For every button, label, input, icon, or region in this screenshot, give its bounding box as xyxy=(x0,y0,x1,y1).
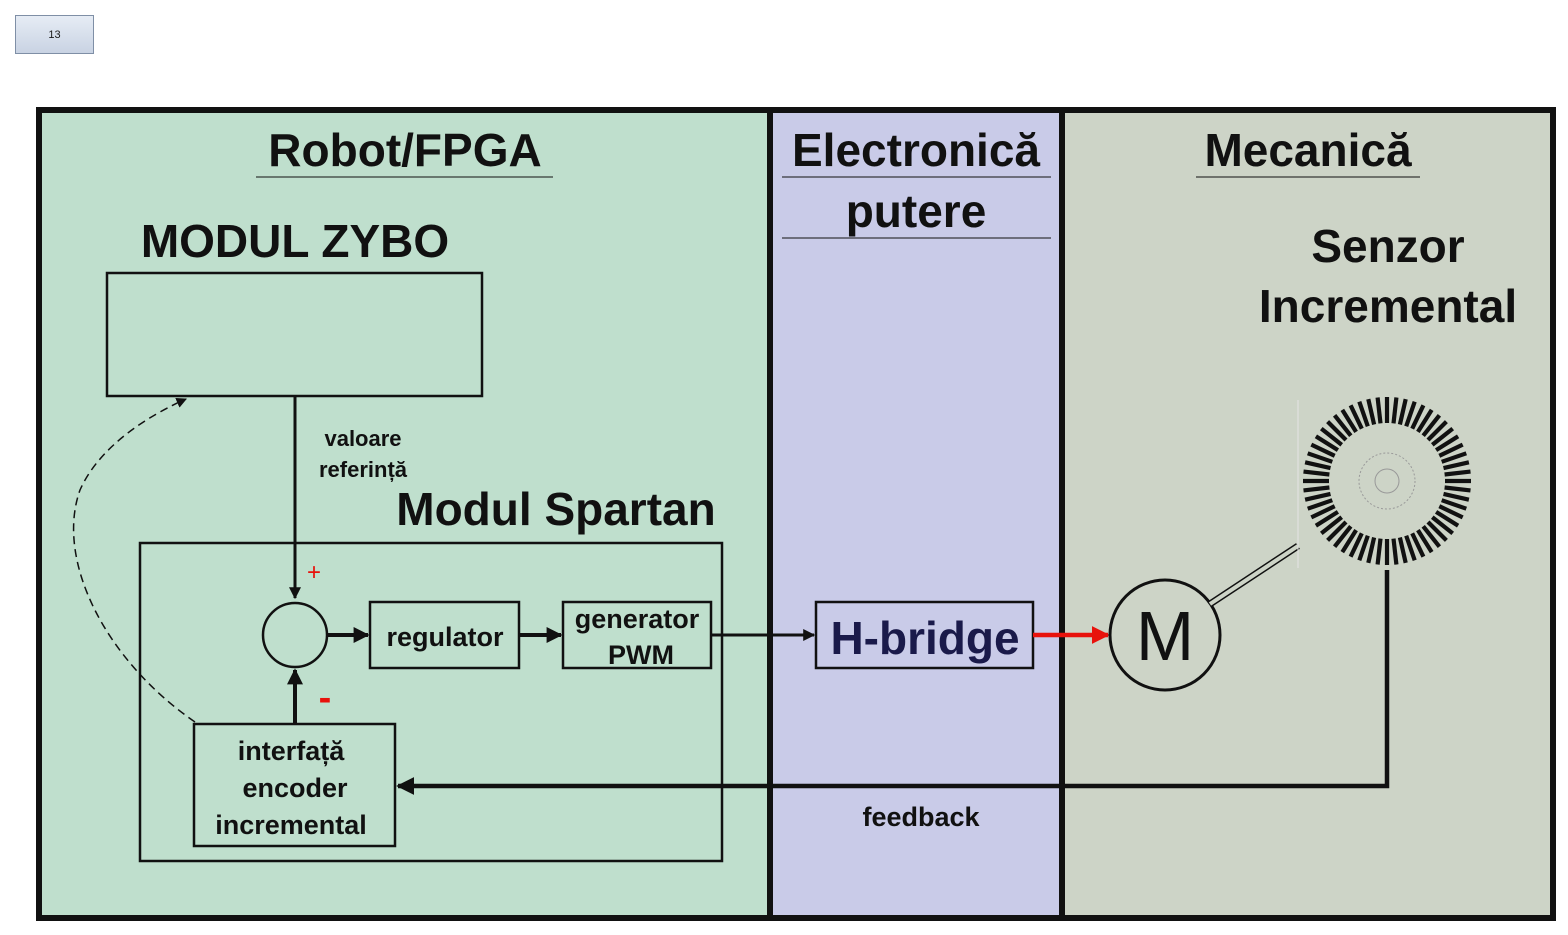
hbridge-label: H-bridge xyxy=(830,612,1019,664)
reference-label-line1: valoare xyxy=(324,426,401,451)
section-title-mechanics: Mecanică xyxy=(1204,124,1412,176)
feedback-line xyxy=(396,570,1390,795)
motor-shaft-fill xyxy=(1208,544,1300,606)
encoder-interface-block xyxy=(192,722,397,848)
encoder-interface-label-line2: encoder xyxy=(242,773,348,803)
encoder-slot xyxy=(1421,524,1442,549)
encoder-interface-label-line1: interfață xyxy=(238,736,346,766)
motor-symbol xyxy=(1108,578,1222,692)
pwm-generator-label-line1: generator xyxy=(575,604,700,634)
encoder-slot xyxy=(1438,504,1464,520)
zybo-module-label: MODUL ZYBO xyxy=(141,215,449,267)
encoder-slot xyxy=(1397,398,1408,425)
reference-label-line2: referință xyxy=(319,457,408,482)
encoder-slot xyxy=(1314,434,1340,452)
encoder-slot xyxy=(1434,510,1460,528)
motor-label: M xyxy=(1136,597,1194,675)
page-number-badge: 13 xyxy=(15,15,94,54)
encoder-hub-inner xyxy=(1374,468,1400,494)
encoder-slot xyxy=(1314,510,1340,528)
encoder-slot xyxy=(1375,538,1383,565)
encoder-hub-outer xyxy=(1358,452,1416,510)
section-mechanics xyxy=(1059,107,1556,921)
encoder-slot xyxy=(1310,504,1336,520)
section-title-electronics-line2: putere xyxy=(846,185,987,237)
encoder-slot xyxy=(1438,442,1464,458)
encoder-slot xyxy=(1326,520,1348,542)
regulator-label: regulator xyxy=(386,622,504,652)
encoder-slot xyxy=(1397,537,1408,564)
encoder-slot xyxy=(1319,426,1344,447)
encoder-slot xyxy=(1404,535,1417,561)
encoder-slot xyxy=(1410,404,1426,430)
sensor-label-line2: Incremental xyxy=(1259,280,1517,332)
encoder-slot xyxy=(1416,528,1434,554)
encoder-slot xyxy=(1430,515,1455,536)
encoder-slot xyxy=(1348,532,1364,558)
summing-minus-sign: - xyxy=(319,677,332,719)
encoder-slot xyxy=(1426,520,1448,542)
encoder-slot xyxy=(1310,442,1336,458)
encoder-slot xyxy=(1410,532,1426,558)
sensor-label-line1: Senzor xyxy=(1311,220,1464,272)
encoder-slot xyxy=(1348,404,1364,430)
encoder-slot xyxy=(1441,451,1467,464)
section-title-robot-fpga: Robot/FPGA xyxy=(268,124,541,176)
dashed-link-to-zybo xyxy=(72,398,196,723)
spartan-module-label: Modul Spartan xyxy=(396,483,715,535)
encoder-slot xyxy=(1404,401,1417,427)
encoder-slot xyxy=(1304,491,1331,502)
encoder-slot xyxy=(1332,413,1353,438)
encoder-slot xyxy=(1444,485,1471,493)
encoder-disk xyxy=(1297,397,1471,568)
pwm-generator-label-line2: PWM xyxy=(608,640,674,670)
encoder-slot xyxy=(1304,460,1331,471)
encoder-slot xyxy=(1391,397,1399,424)
encoder-slot xyxy=(1416,408,1434,434)
encoder-slot xyxy=(1357,401,1370,427)
encoder-slot xyxy=(1444,469,1471,477)
encoder-slot xyxy=(1307,498,1333,511)
encoder-slot xyxy=(1332,524,1353,549)
encoder-slot xyxy=(1421,413,1442,438)
encoder-slot xyxy=(1443,491,1470,502)
encoder-slot xyxy=(1340,408,1358,434)
feedback-label: feedback xyxy=(862,802,980,832)
encoder-slot xyxy=(1366,537,1377,564)
zybo-module-box xyxy=(105,271,484,398)
encoder-slot xyxy=(1443,460,1470,471)
encoder-slot xyxy=(1441,498,1467,511)
summing-plus-sign: + xyxy=(307,559,321,586)
encoder-slot xyxy=(1426,420,1448,442)
spartan-module-box xyxy=(138,541,724,863)
section-title-electronics-line1: Electronică xyxy=(792,124,1040,176)
encoder-slot xyxy=(1303,469,1330,477)
encoder-slot xyxy=(1430,426,1455,447)
encoder-slot xyxy=(1319,515,1344,536)
encoder-slot xyxy=(1391,538,1399,565)
encoder-slot xyxy=(1326,420,1348,442)
encoder-slot xyxy=(1307,451,1333,464)
encoder-slot xyxy=(1340,528,1358,554)
encoder-slot xyxy=(1366,398,1377,425)
encoder-interface-label-line3: incremental xyxy=(215,810,367,840)
encoder-slot xyxy=(1357,535,1370,561)
encoder-slot xyxy=(1375,397,1383,424)
encoder-slot xyxy=(1303,485,1330,493)
encoder-slot xyxy=(1434,434,1460,452)
